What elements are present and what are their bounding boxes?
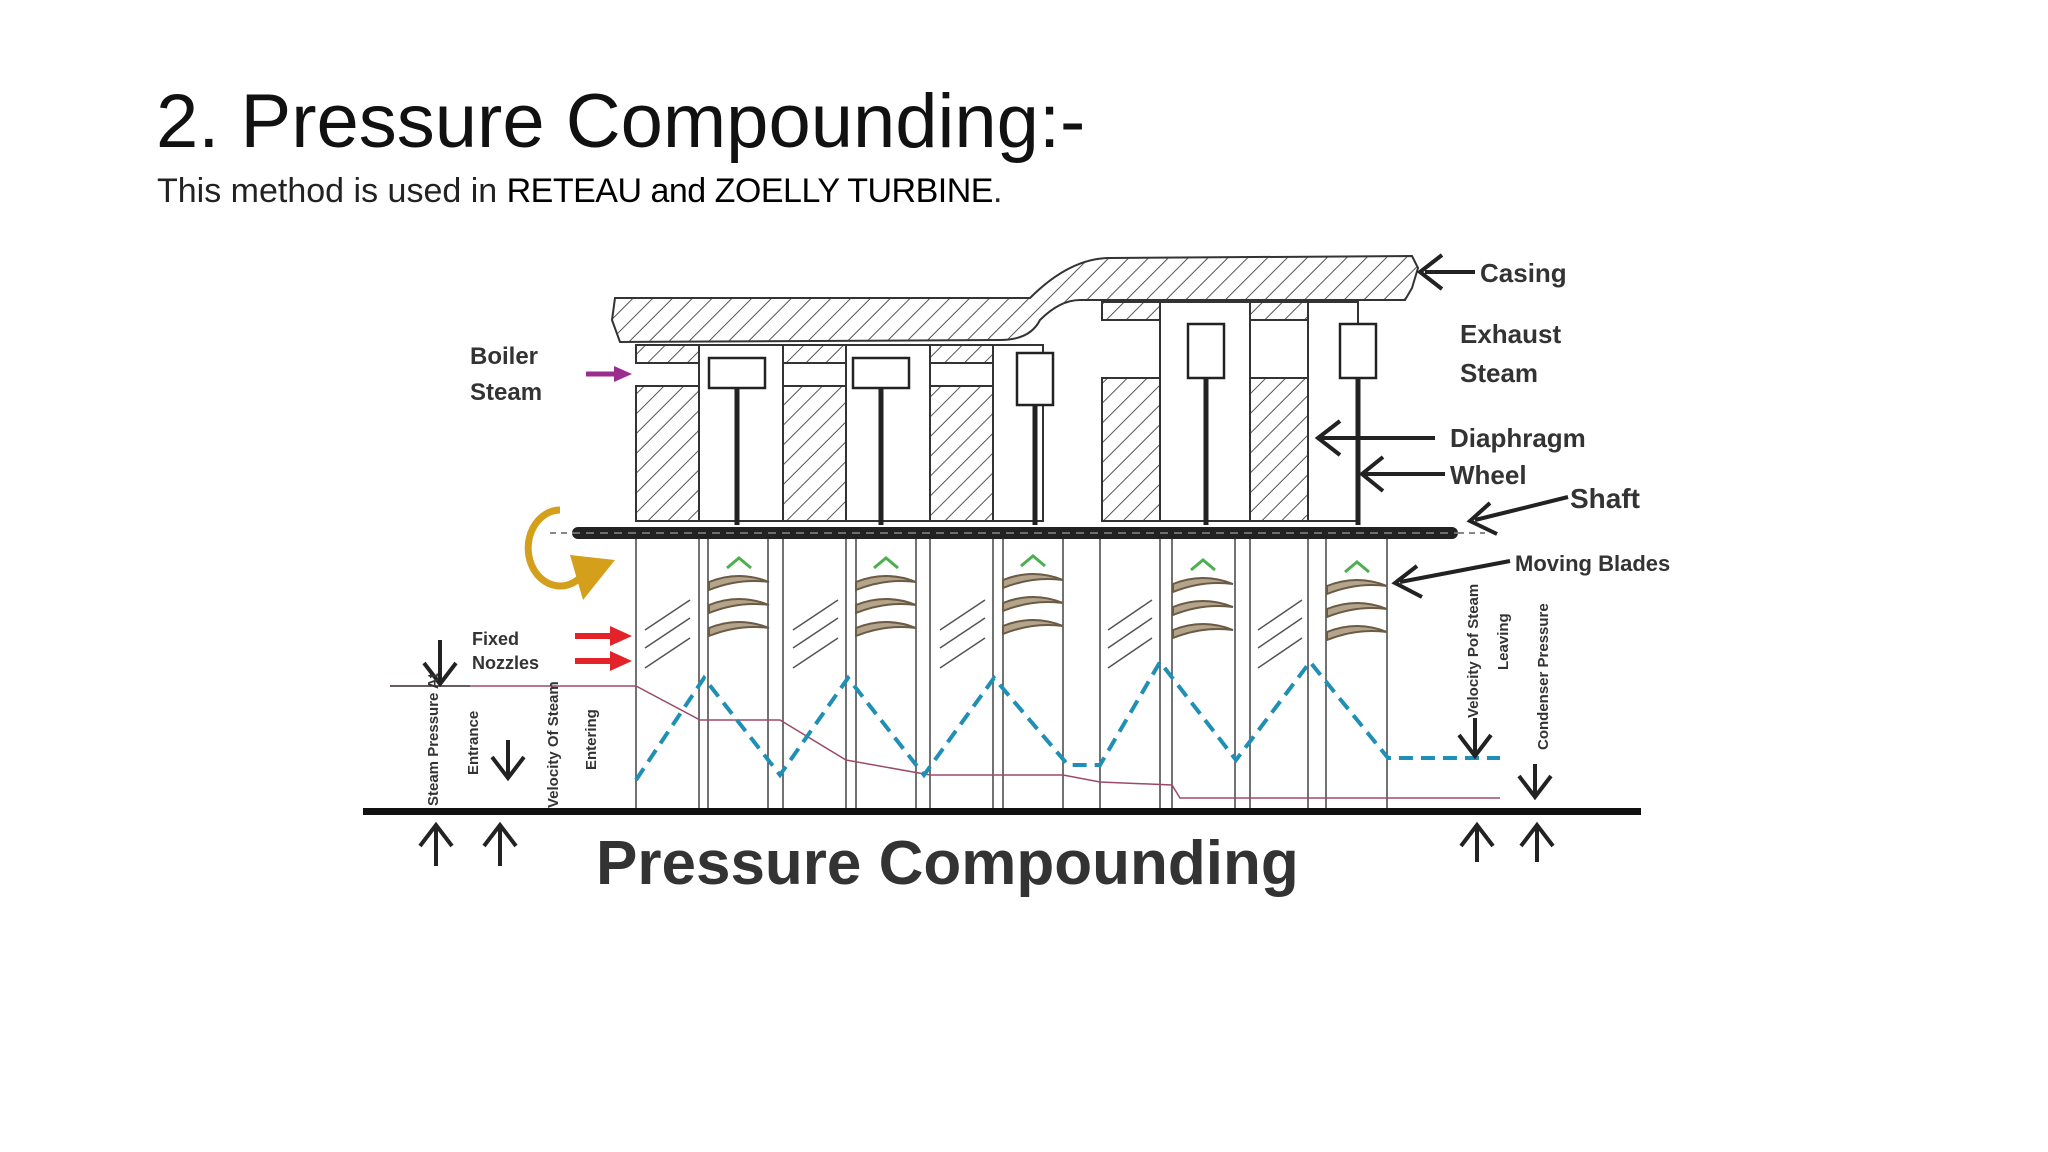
label-velocity-leaving-line1: Velocity Pof Steam (1465, 584, 1482, 718)
wheels (707, 322, 1378, 525)
label-boiler-line1: Boiler (470, 343, 538, 370)
baseline (363, 808, 1641, 815)
label-exhaust-line2: Steam (1460, 358, 1538, 388)
label-fixed-line2: Nozzles (472, 653, 539, 673)
subtitle-suffix: . (992, 172, 1003, 210)
diagram-caption: Pressure Compounding (596, 829, 1299, 898)
label-velocity-leaving-line2: Leaving (1495, 613, 1512, 670)
label-moving-blades: Moving Blades (1515, 551, 1670, 576)
label-wheel: Wheel (1450, 460, 1527, 490)
label-casing: Casing (1480, 258, 1567, 288)
shaft (572, 527, 1458, 539)
label-shaft: Shaft (1570, 483, 1640, 514)
slide-subtitle: This method is used in RETEAU and ZOELLY… (157, 172, 1002, 211)
label-steam-pressure-line1: Steam Pressure At (425, 673, 442, 806)
wheel-frames (698, 301, 1359, 522)
fixed-nozzle-guides (644, 599, 1303, 669)
label-condenser-pressure: Condenser Pressure (1535, 603, 1552, 750)
label-fixed-line1: Fixed (472, 629, 519, 649)
label-exhaust-line1: Exhaust (1460, 319, 1561, 349)
casing (610, 254, 1420, 344)
subtitle-emphasis: RETEAU and ZOELLY TURBINE (506, 172, 994, 210)
label-velocity-entering-line2: Entering (583, 709, 600, 770)
moving-blades (708, 554, 1388, 642)
pressure-line (390, 685, 1500, 799)
label-diaphragm: Diaphragm (1450, 423, 1586, 453)
subtitle-prefix: This method is used in (157, 172, 507, 210)
slide-title: 2. Pressure Compounding:- (156, 79, 1086, 164)
velocity-line (634, 658, 1500, 782)
rotation-arrow (524, 506, 588, 590)
label-steam-pressure-line2: Entrance (465, 711, 482, 775)
label-boiler-line2: Steam (470, 379, 542, 406)
label-velocity-entering-line1: Velocity Of Steam (545, 681, 562, 808)
